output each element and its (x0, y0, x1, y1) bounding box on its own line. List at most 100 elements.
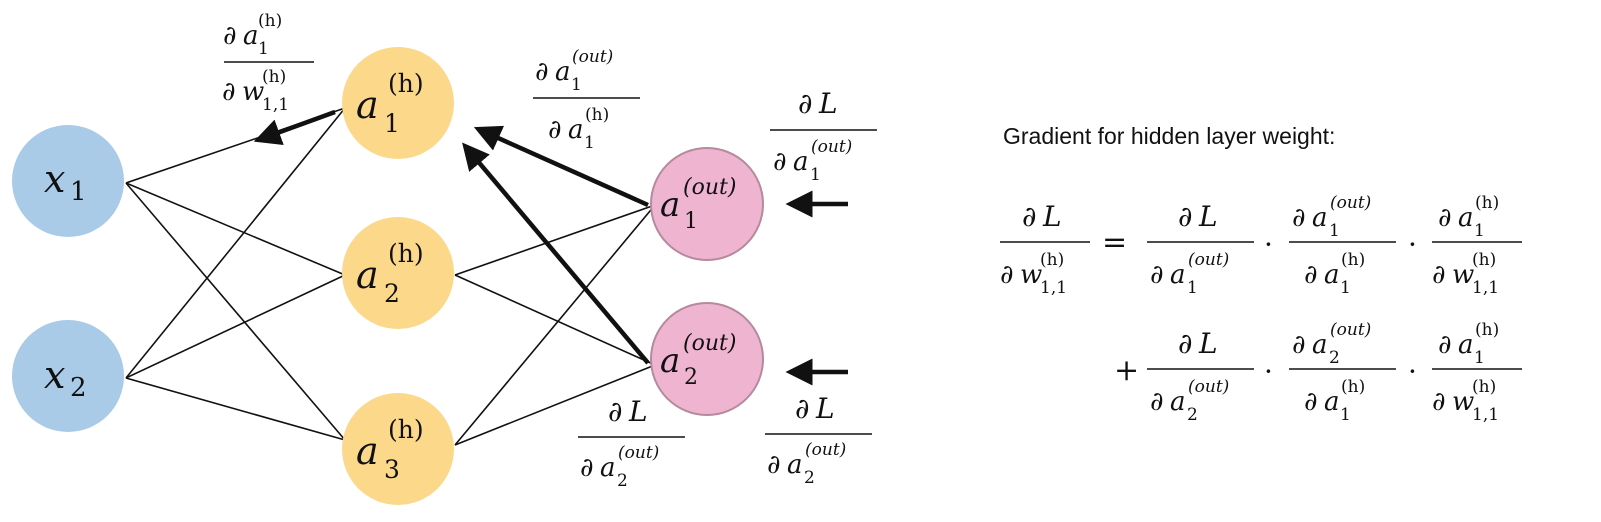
r2t2-den-partial: ∂ (1304, 387, 1317, 417)
arrow-a1h-to-x1 (253, 109, 336, 145)
network-edges (125, 107, 656, 446)
eq-r2-dot1: · (1264, 355, 1273, 388)
label-a1h-base: a (356, 83, 379, 127)
r2t1-num-L: L (1198, 327, 1218, 360)
lhs-den-sub: 1,1 (1040, 278, 1067, 298)
input-layer (12, 125, 124, 432)
node-x2 (12, 320, 124, 432)
den-sub: 2 (804, 468, 815, 488)
label-a3h-sub: 3 (384, 455, 400, 484)
r1t3-num-a: a (1458, 203, 1474, 233)
r2t3-den-sub: 1,1 (1472, 405, 1499, 425)
r1t3-den-partial: ∂ (1432, 260, 1445, 290)
r1t2-num-a: a (1312, 203, 1328, 233)
r2t3-den-w: w (1452, 387, 1474, 417)
node-x1 (12, 125, 124, 237)
eq-r1-term3: ∂ a (h) 1 ∂ w (h) 1,1 (1432, 193, 1522, 298)
num-L: L (815, 392, 835, 425)
den-a: a (787, 450, 803, 480)
lhs-num-L: L (1042, 200, 1062, 233)
node-a3h (342, 393, 454, 505)
r2t1-num-partial: ∂ (1178, 327, 1192, 360)
frac-da1out-da1h: ∂ a (out) 1 ∂ a (h) 1 (533, 47, 640, 153)
r2t2-num-sup: (out) (1330, 320, 1371, 340)
r2t1-den-sub: 2 (1187, 405, 1198, 425)
den-sub: 1,1 (262, 95, 289, 115)
r1t2-den-a: a (1324, 260, 1340, 290)
num-partial: ∂ (608, 395, 622, 428)
label-a1h-sub: 1 (384, 109, 400, 138)
r2t1-den-sup: (out) (1188, 377, 1229, 397)
r1t2-den-sup: (h) (1341, 250, 1365, 270)
frac-dL-da2out-left: ∂ L ∂ a (out) 2 (578, 395, 685, 491)
r2t2-num-partial: ∂ (1292, 330, 1305, 360)
eq-lhs: ∂ L ∂ w (h) 1,1 (1000, 200, 1090, 298)
r2t3-num-sub: 1 (1474, 348, 1485, 368)
num-partial: ∂ (795, 392, 809, 425)
hidden-layer (342, 47, 454, 505)
num-sup: (out) (572, 47, 613, 67)
eq-r1-term1: ∂ L ∂ a (out) 1 (1147, 200, 1254, 298)
eq-r1-dot2: · (1408, 228, 1417, 261)
edge-a3h-a1out (454, 204, 656, 446)
num-sub: 1 (258, 39, 269, 59)
label-x1: x 1 (44, 157, 87, 207)
r1t2-num-partial: ∂ (1292, 203, 1305, 233)
r1t2-den-partial: ∂ (1304, 260, 1317, 290)
den-sub: 2 (617, 471, 628, 491)
edge-x2-a1h (125, 107, 346, 379)
r2t1-den-partial: ∂ (1150, 387, 1163, 417)
arrow-a2out-to-a1h (462, 142, 650, 365)
r2t3-num-partial: ∂ (1438, 330, 1451, 360)
den-sub: 1 (810, 165, 821, 185)
label-x2-sub: 2 (70, 373, 87, 403)
den-sup: (h) (585, 105, 609, 125)
label-x2: x 2 (44, 353, 87, 403)
label-a3h-sup: (h) (388, 415, 424, 444)
edge-x2-a3h (125, 377, 346, 441)
den-partial: ∂ (773, 147, 786, 177)
den-sup: (out) (805, 440, 846, 460)
label-a1out-sub: 1 (684, 209, 698, 234)
label-x1-sub: 1 (70, 177, 87, 207)
equation-heading: Gradient for hidden layer weight: (1003, 123, 1335, 149)
r1t3-num-sub: 1 (1474, 221, 1485, 241)
lhs-den-w: w (1020, 260, 1042, 290)
label-a2out-sub: 2 (684, 365, 698, 390)
num-partial: ∂ (535, 57, 548, 87)
r2t3-num-sup: (h) (1475, 320, 1499, 340)
den-partial: ∂ (767, 450, 780, 480)
r1t2-den-sub: 1 (1340, 278, 1351, 298)
r2t2-den-a: a (1324, 387, 1340, 417)
lhs-den-partial: ∂ (1000, 260, 1013, 290)
r1t1-num-partial: ∂ (1178, 200, 1192, 233)
label-a1out-base: a (660, 185, 680, 225)
r1t3-den-w: w (1452, 260, 1474, 290)
r2t3-den-sup: (h) (1472, 377, 1496, 397)
num-sub: 1 (571, 75, 582, 95)
r1t3-num-sup: (h) (1475, 193, 1499, 213)
num-partial: ∂ (223, 21, 236, 51)
frac-dL-da2out-right: ∂ L ∂ a (out) 2 (765, 392, 872, 488)
den-partial: ∂ (580, 453, 593, 483)
num-a: a (243, 21, 259, 51)
lhs-num-partial: ∂ (1022, 200, 1036, 233)
r1t3-num-partial: ∂ (1438, 203, 1451, 233)
frac-dL-da1out: ∂ L ∂ a (out) 1 (770, 87, 877, 185)
eq-r2-term2: ∂ a (out) 2 ∂ a (h) 1 (1289, 320, 1396, 425)
eq-r2-term3: ∂ a (h) 1 ∂ w (h) 1,1 (1432, 320, 1522, 425)
r1t1-den-a: a (1170, 260, 1186, 290)
num-L: L (628, 395, 648, 428)
r1t1-den-partial: ∂ (1150, 260, 1163, 290)
label-a1out-sup: (out) (683, 175, 736, 200)
gradient-arrows (253, 109, 848, 386)
gradient-equation: ∂ L ∂ w (h) 1,1 = ∂ L ∂ a (out) 1 · ∂ a … (1000, 193, 1522, 425)
den-partial: ∂ (222, 77, 235, 107)
label-a1h: a (h) 1 (356, 69, 424, 138)
den-sup: (out) (618, 443, 659, 463)
den-a: a (568, 115, 584, 145)
r1t3-den-sub: 1,1 (1472, 278, 1499, 298)
num-sup: (h) (258, 11, 282, 31)
label-a1h-sup: (h) (388, 69, 424, 98)
